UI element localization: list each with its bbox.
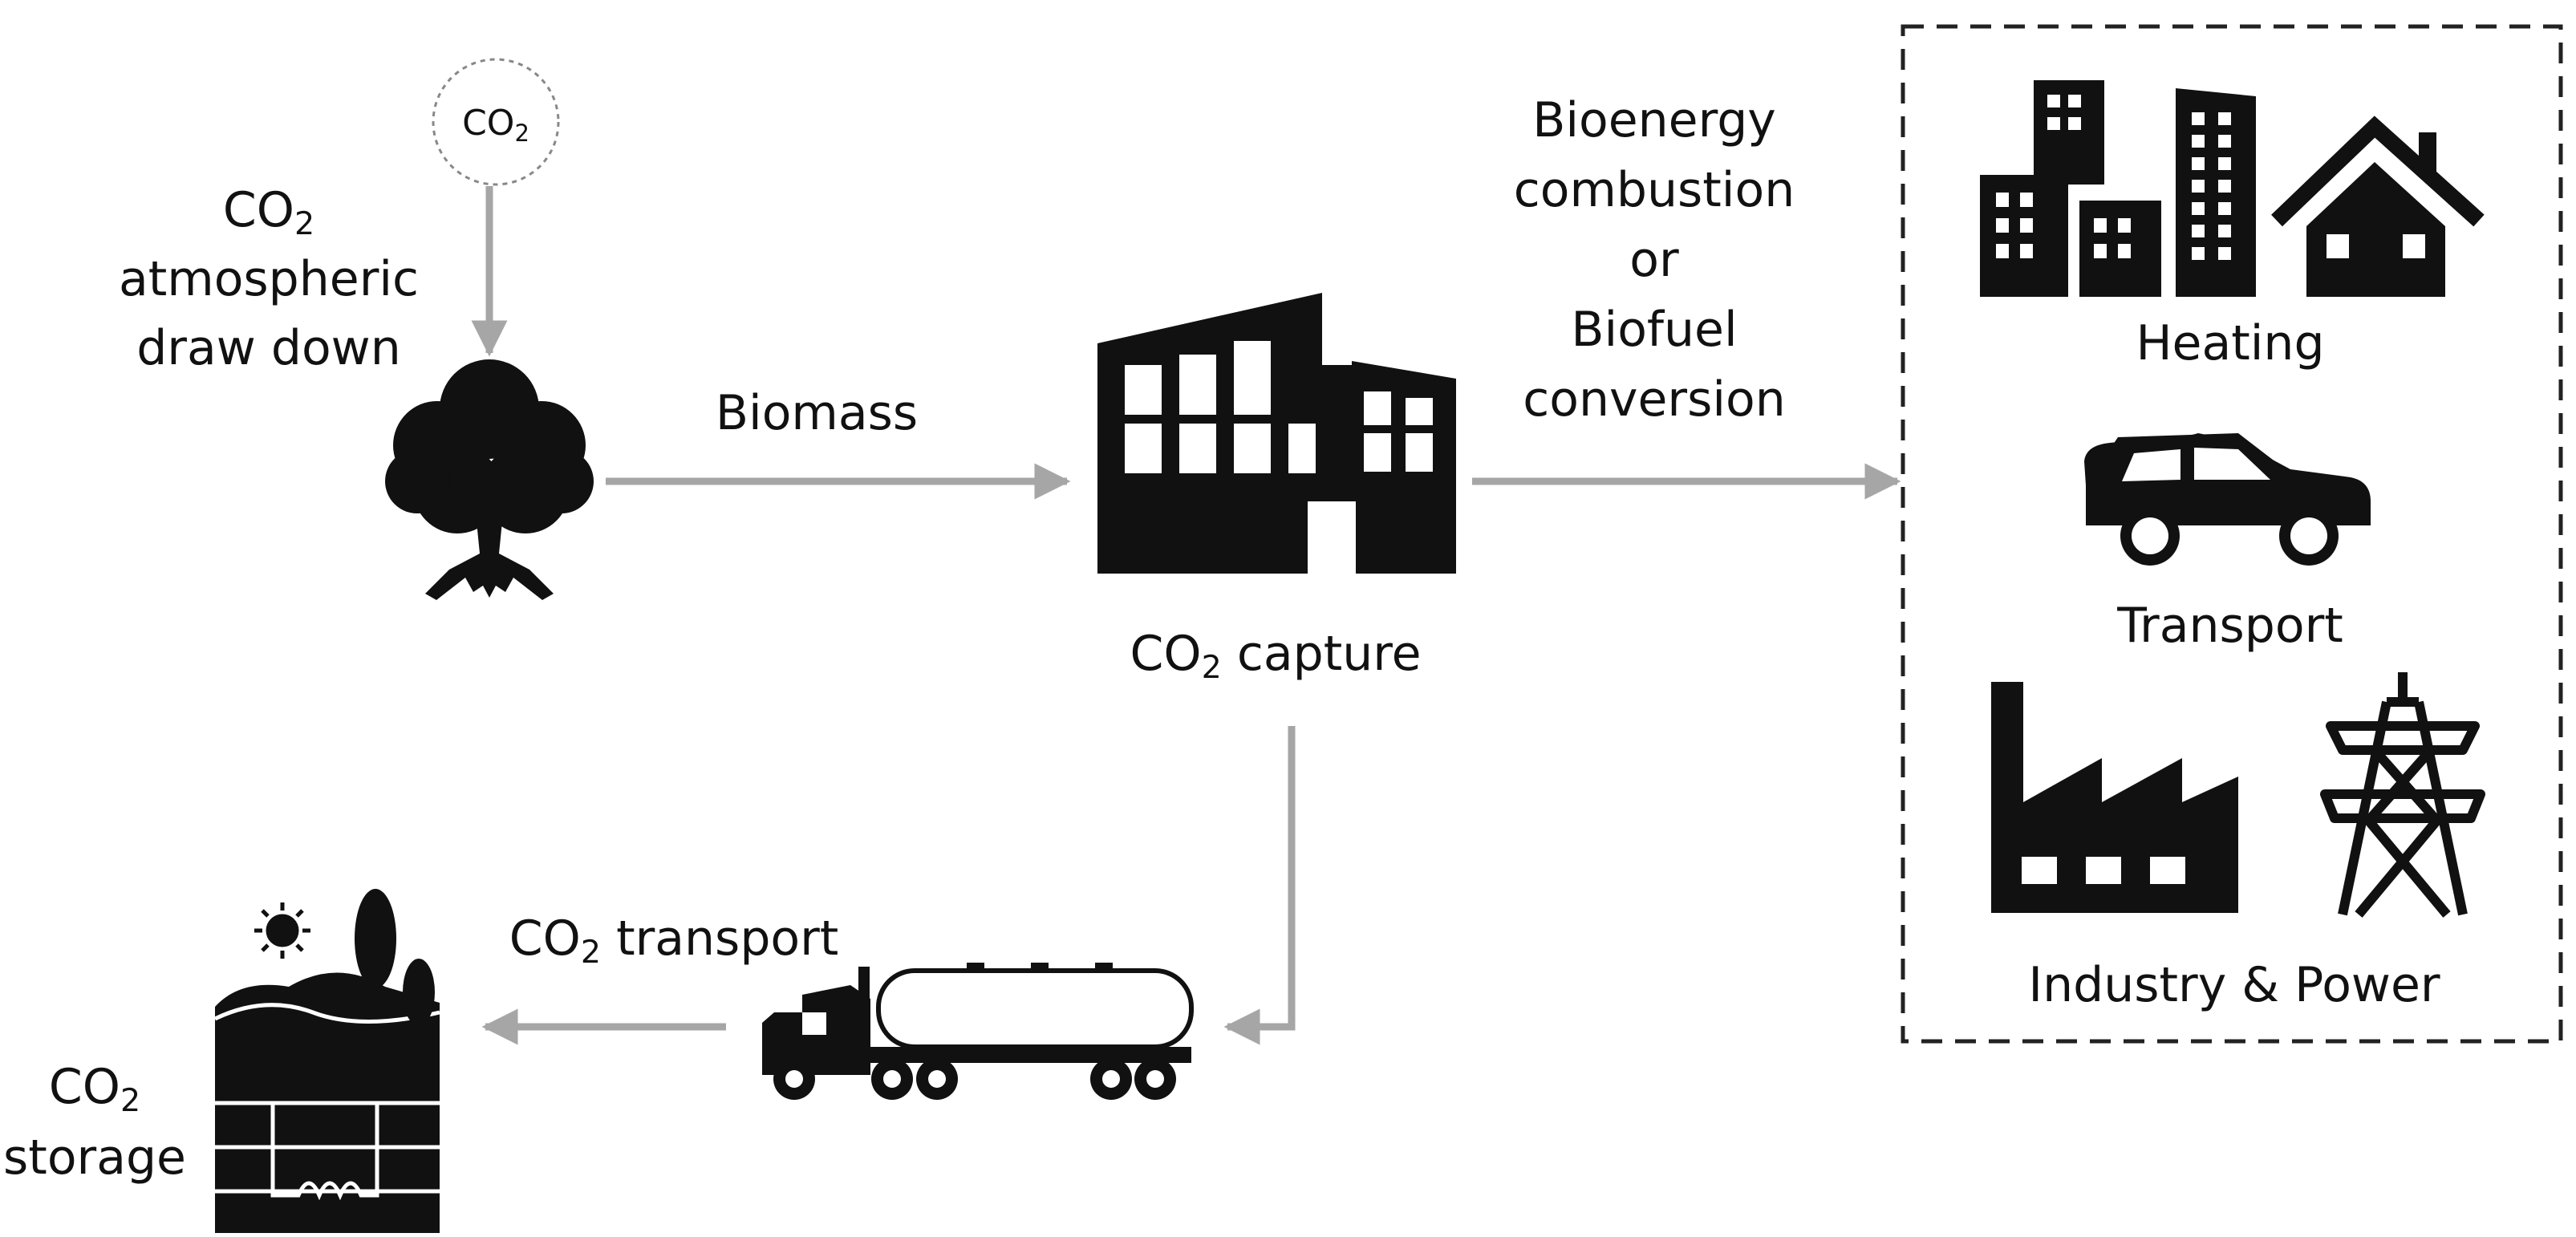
industrial-factory-icon: [1991, 682, 2238, 913]
power-pylon-icon: [2320, 672, 2485, 918]
svg-text:or: or: [1629, 232, 1679, 288]
transport-label: Transport: [2116, 598, 2343, 654]
factory-icon: [1097, 293, 1456, 574]
svg-text:atmospheric: atmospheric: [119, 251, 419, 307]
capture-label: CO2 capture: [1130, 626, 1421, 686]
svg-text:Biofuel: Biofuel: [1571, 302, 1737, 358]
underground-storage-icon: [213, 889, 440, 1233]
arrow-capture-to-truck: [1223, 726, 1296, 1045]
tree-icon: [385, 359, 594, 600]
biomass-label: Biomass: [716, 385, 918, 441]
svg-text:combustion: combustion: [1514, 162, 1795, 218]
house-icon: [2271, 116, 2485, 297]
storage-label: CO2 storage: [3, 1059, 186, 1186]
svg-text:Bioenergy: Bioenergy: [1532, 92, 1776, 148]
co2-circle-icon: CO2: [432, 58, 560, 186]
car-icon: [2084, 433, 2371, 566]
svg-text:conversion: conversion: [1523, 371, 1785, 428]
co2-circle-label: CO2: [462, 103, 529, 147]
tanker-truck-icon: [762, 963, 1194, 1100]
sun-icon: [254, 902, 310, 959]
draw-down-label: CO2 atmospheric draw down: [119, 182, 419, 376]
svg-text:storage: storage: [3, 1130, 186, 1186]
conversion-label: Bioenergy combustion or Biofuel conversi…: [1514, 92, 1795, 428]
industry-label: Industry & Power: [2028, 957, 2440, 1013]
svg-text:CO2: CO2: [49, 1059, 140, 1119]
svg-text:CO2: CO2: [223, 182, 314, 242]
svg-text:draw down: draw down: [136, 320, 401, 376]
end-use-box: [1901, 24, 2563, 1044]
co2-transport-label: CO2 transport: [509, 911, 839, 971]
city-buildings-icon: [1980, 80, 2256, 297]
heating-label: Heating: [2136, 315, 2324, 371]
